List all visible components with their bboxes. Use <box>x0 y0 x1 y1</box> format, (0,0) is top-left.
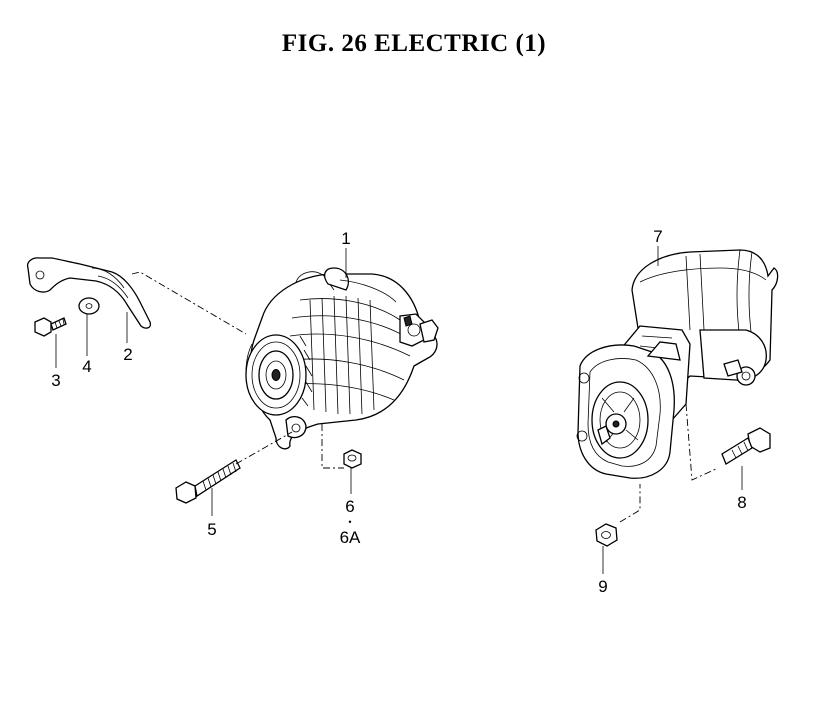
starter-flange <box>576 341 681 479</box>
alternator <box>249 267 439 450</box>
leader-lines <box>55 246 743 574</box>
callout-6a-dot: • <box>348 517 351 527</box>
callout-5: 5 <box>207 520 216 539</box>
callout-7: 7 <box>653 227 662 246</box>
bracket-bolt <box>34 317 67 337</box>
callout-3: 3 <box>51 371 60 390</box>
callout-9: 9 <box>598 577 607 596</box>
callout-8: 8 <box>737 493 746 512</box>
alternator-pulley <box>245 334 313 416</box>
washer <box>78 297 100 315</box>
alternator-long-bolt <box>175 459 241 504</box>
callout-6: 6 <box>345 497 354 516</box>
adjusting-bracket <box>26 257 152 329</box>
starter-alignment-lines <box>619 403 719 523</box>
callout-6a: 6A <box>340 528 361 547</box>
starter-bolt <box>721 427 771 465</box>
starter-nut <box>595 523 618 547</box>
callout-4: 4 <box>82 357 91 376</box>
alternator-nut <box>343 449 362 469</box>
callout-1: 1 <box>341 229 350 248</box>
figure-title: FIG. 26 ELECTRIC (1) <box>281 30 547 57</box>
alternator-alignment-lines <box>131 271 344 469</box>
callout-2: 2 <box>123 345 132 364</box>
